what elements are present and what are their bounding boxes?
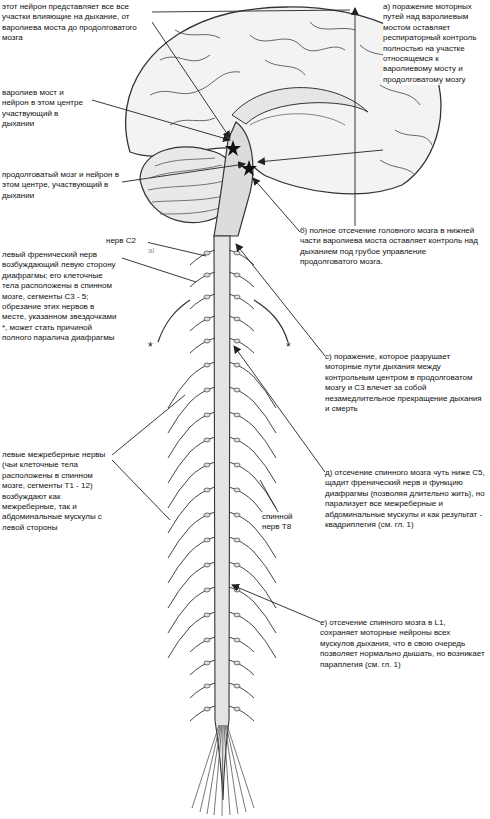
nerve-label: нерв C2 — [106, 236, 148, 246]
annotation-text: с) поражение, которое разрушает моторные… — [325, 352, 485, 414]
asterisk-mark: * — [286, 340, 296, 354]
annotation-text: продолговатый мозг и нейрон в этом центр… — [2, 170, 122, 201]
nerve-label: спинной нерв T8 — [262, 512, 310, 533]
annotation-text: этот нейрон представляет все все участки… — [2, 2, 152, 44]
annotation-text: а) поражение моторных путей над варолиев… — [383, 2, 488, 85]
asterisk-mark: * — [148, 340, 158, 354]
annotation-text: б) полное отсечение головного мозга в ни… — [300, 226, 485, 268]
annotation-text: е) отсечение спинного мозга в L1, сохран… — [320, 618, 485, 670]
annotation-text: варолиев мост и нейрон в этом центре уча… — [2, 88, 92, 130]
annotation-text: д) отсечение спинного мозга чуть ниже C5… — [325, 468, 485, 530]
fragment-text: al — [148, 246, 162, 256]
annotation-text: левый френический нерв возбуждающий леву… — [2, 250, 120, 344]
annotation-text: левые межреберные нервы (чьи клеточные т… — [2, 450, 112, 533]
